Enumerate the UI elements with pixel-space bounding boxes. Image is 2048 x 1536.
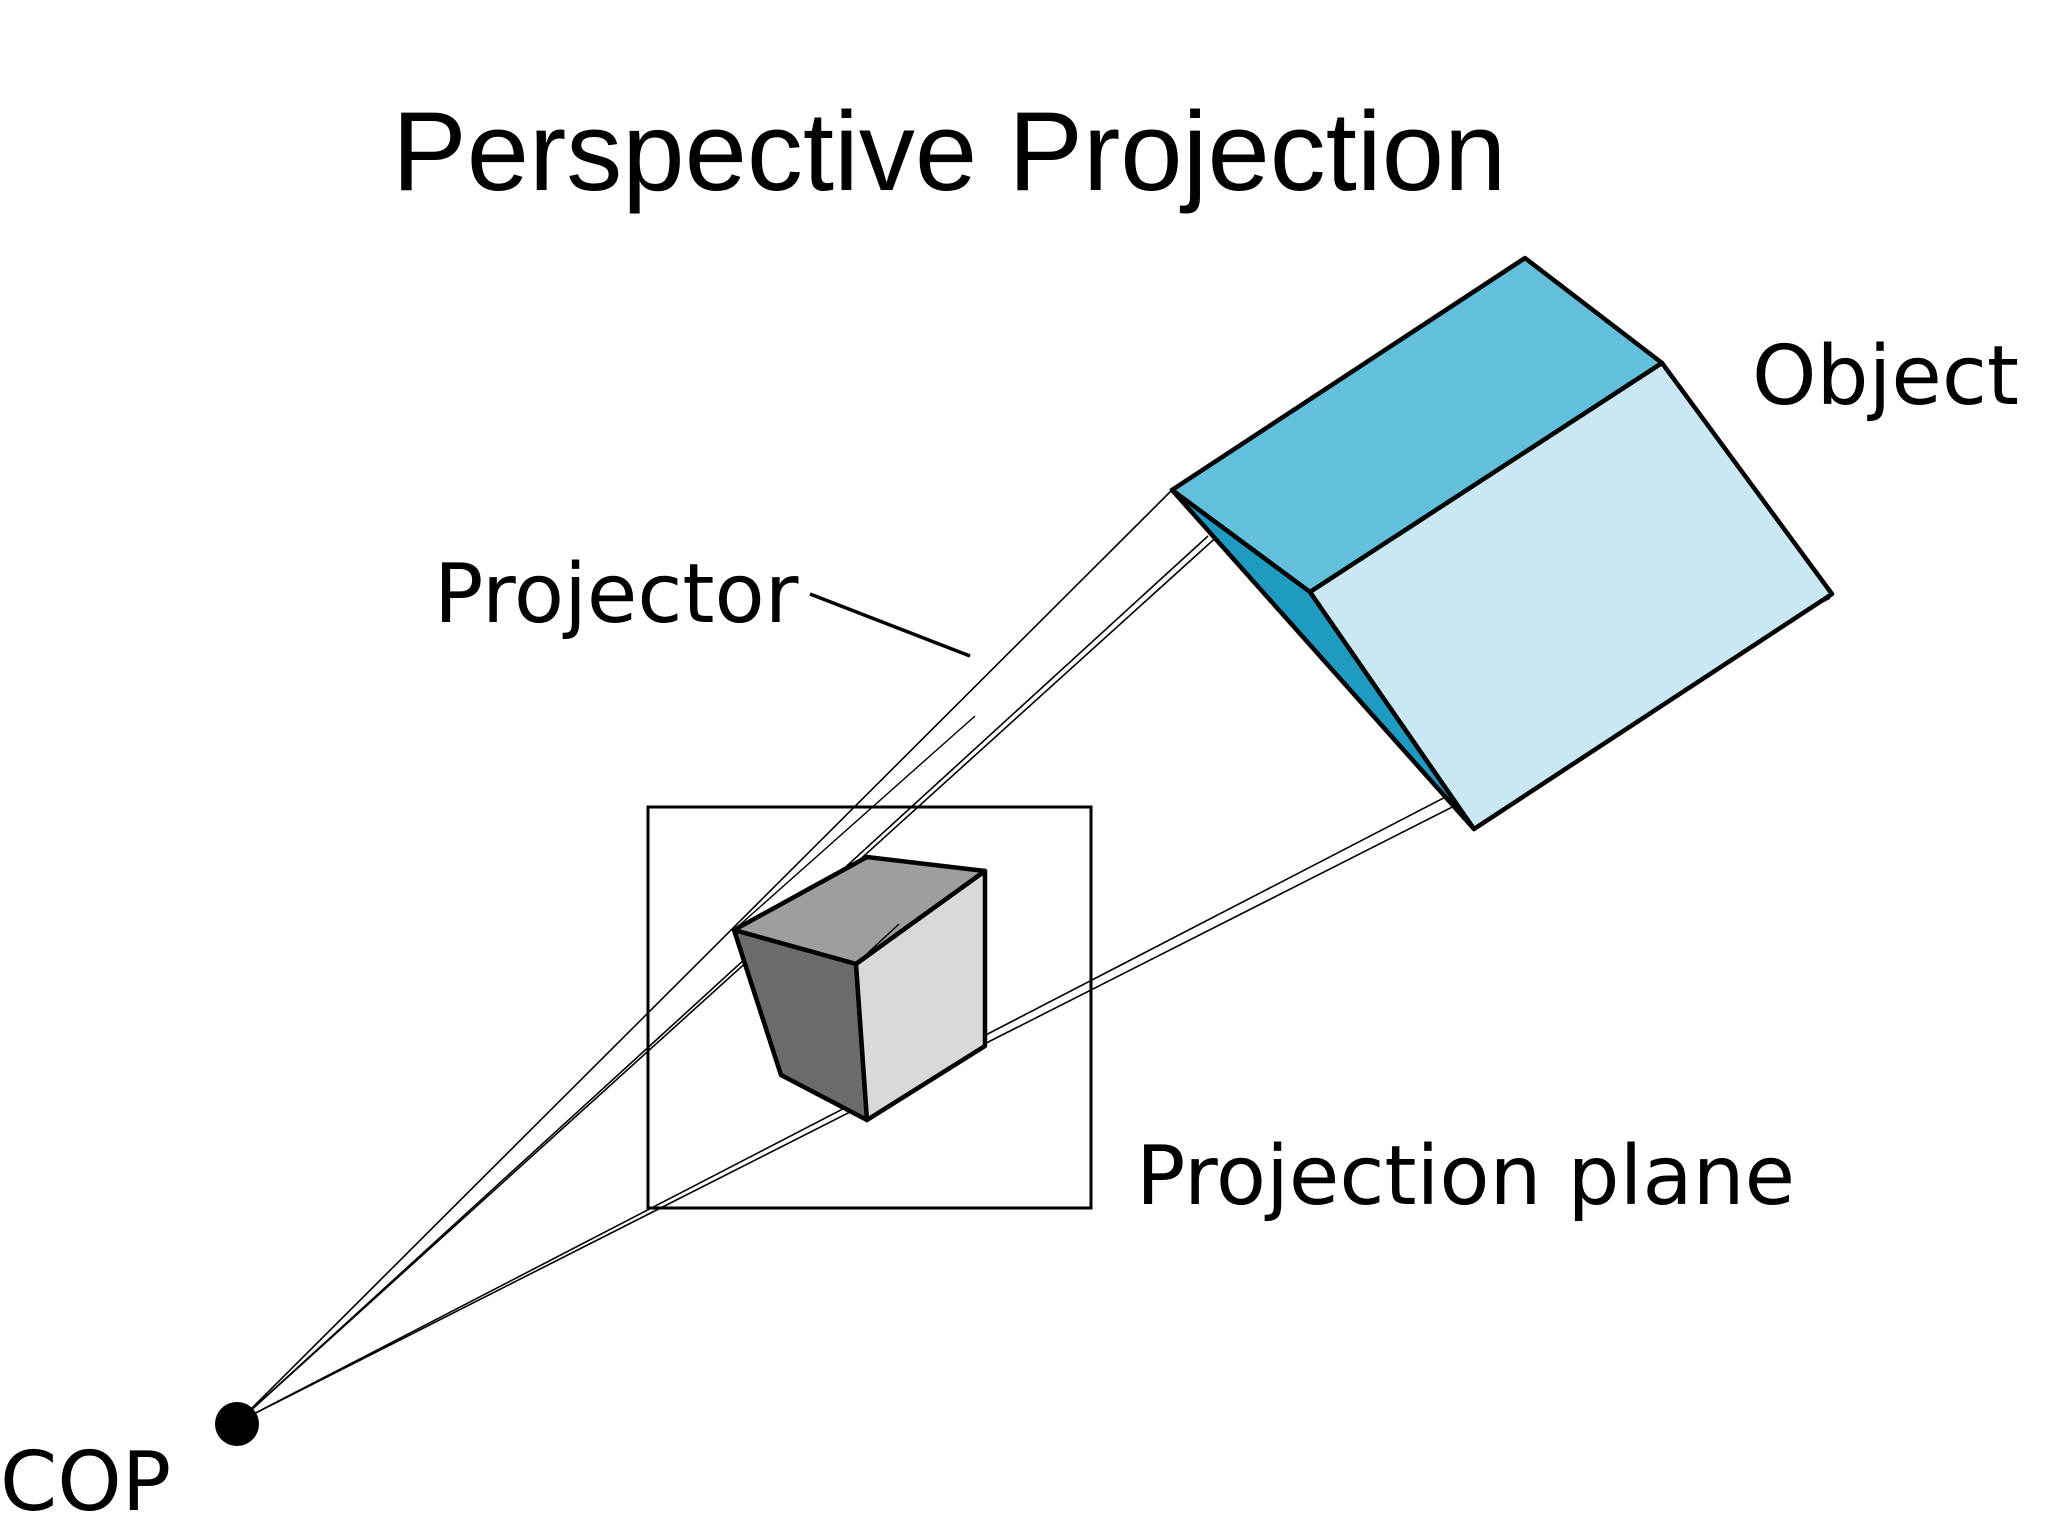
projector-label: Projector (434, 547, 799, 642)
projection-plane (646, 805, 1093, 1210)
projector-leader-line (809, 592, 971, 658)
projector-line-overlay (733, 715, 976, 931)
projector-line (237, 489, 1173, 1423)
projector-line-overlay (855, 923, 900, 965)
projector-overlay (733, 715, 976, 965)
object-label: Object (1752, 329, 2019, 424)
object-front-face (1307, 360, 1835, 832)
projection-plane-label: Projection plane (1136, 1129, 1795, 1224)
object-cube (1169, 255, 1835, 832)
image-cube (731, 854, 988, 1123)
page-title: Perspective Projection (392, 89, 1507, 214)
image-front-face (853, 868, 988, 1123)
cop-label: COP (0, 1435, 171, 1530)
projector-line (237, 535, 1209, 1423)
cop-point (215, 1402, 259, 1446)
